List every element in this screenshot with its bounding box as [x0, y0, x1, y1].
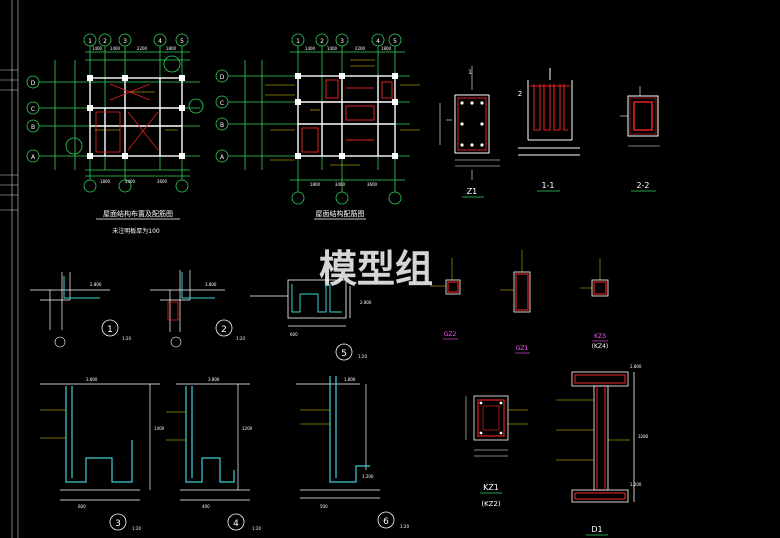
dimension-text: 1200: [242, 426, 253, 431]
column-gz2-detail: GZ2: [430, 258, 461, 340]
scale-label: 1:20: [358, 354, 367, 359]
section-1-1: 2 1-1: [518, 68, 580, 192]
section-detail-5: 5 1:20 2.800 600: [250, 279, 372, 361]
elevation-label: 1.200: [362, 474, 374, 479]
dimension-text: 1400: [154, 426, 165, 431]
dimension-text: 600: [78, 504, 86, 509]
axis-label: A: [220, 154, 225, 161]
dimension-text: 1800: [100, 179, 111, 184]
detail-title-z1: Z1: [467, 187, 478, 196]
detail-title-kz3: KZ3: [594, 333, 606, 340]
axis-label: 5: [180, 38, 184, 45]
axis-label: C: [31, 106, 35, 113]
scale-label: 1:20: [252, 526, 261, 531]
scale-label: 1:20: [122, 336, 131, 341]
dimension-text: 1800: [310, 182, 321, 187]
section-number: 2: [221, 325, 227, 335]
axis-label: 2: [103, 38, 107, 45]
elevation-label: 1.200: [630, 482, 642, 487]
axis-label: A: [31, 154, 36, 161]
plan-title: 屋面结构配筋图: [316, 209, 365, 218]
section-detail-3: 3 1:20 3.800 1400 600: [40, 377, 165, 531]
axis-label: 1: [296, 38, 300, 45]
dimension-text: 600: [290, 332, 298, 337]
detail-title-1-1: 1-1: [541, 181, 554, 190]
dimension-text: 2200: [355, 46, 366, 51]
section-detail-2: 2 1:20 3.800: [150, 270, 245, 348]
scale-label: 1:20: [132, 526, 141, 531]
scale-label: 1:20: [400, 524, 409, 529]
axis-label: 3: [340, 38, 344, 45]
axis-label: D: [220, 74, 225, 81]
dimension-text: 400: [202, 504, 210, 509]
section-cut-label: 1: [468, 69, 472, 76]
axis-label: 1: [88, 38, 92, 45]
dimension-text: 500: [320, 504, 328, 509]
title-block-strip: [0, 0, 19, 538]
plan-title: 屋面结构布置及配筋图: [103, 209, 173, 218]
detail-title-gz1: GZ1: [516, 345, 529, 352]
section-detail-1: 1 1:20 2.800: [30, 272, 131, 348]
section-number: 3: [115, 519, 121, 529]
detail-title-kz2: (KZ2): [481, 500, 501, 508]
elevation-label: 2.800: [360, 300, 372, 305]
section-2-2: 2-2: [620, 86, 660, 192]
axis-label: 4: [376, 38, 380, 45]
axis-label: B: [220, 122, 224, 129]
detail-title-gz2: GZ2: [444, 331, 457, 338]
elevation-label: 3.800: [86, 377, 98, 382]
axis-label: 2: [320, 38, 324, 45]
detail-title-kz1: KZ1: [483, 483, 499, 492]
roof-reinforcement-plan: 1 2 3 4 5 D C B A 1400 1400 2200 1800 18…: [215, 33, 420, 220]
section-number: 5: [341, 349, 347, 359]
detail-title-kz4: (KZ4): [592, 343, 609, 350]
dimension-text: 1400: [327, 46, 338, 51]
section-detail-4: 4 1:20 3.800 1200 400: [166, 377, 261, 531]
column-kz1-detail: KZ1 (KZ2): [465, 395, 528, 508]
section-number: 6: [383, 517, 389, 527]
section-number: 4: [233, 519, 239, 529]
axis-label: C: [220, 100, 224, 107]
axis-label: 4: [158, 38, 162, 45]
scale-label: 1:20: [236, 336, 245, 341]
dimension-text: 3280: [638, 434, 649, 439]
watermark: 模型组: [319, 247, 433, 291]
elevation-label: 2.800: [630, 364, 642, 369]
detail-title-d1: D1: [591, 525, 602, 534]
axis-label: 3: [123, 38, 127, 45]
axis-label: D: [31, 80, 36, 87]
dimension-text: 3600: [367, 182, 378, 187]
axis-label: B: [31, 124, 35, 131]
section-cut-label: 2: [518, 90, 522, 98]
dimension-text: 1800: [381, 46, 392, 51]
detail-title-2-2: 2-2: [636, 181, 649, 190]
dimension-text: 1400: [92, 46, 103, 51]
dimension-text: 1800: [166, 46, 177, 51]
section-number: 1: [107, 325, 113, 335]
dimension-text: 1400: [110, 46, 121, 51]
section-detail-6: 6 1:20 1.800 1.200 500: [296, 376, 409, 529]
elevation-label: 3.800: [208, 377, 220, 382]
column-kz3-detail: KZ3 (KZ4): [580, 258, 609, 350]
column-gz1-detail: GZ1: [500, 250, 531, 354]
dimension-text: 2200: [137, 46, 148, 51]
column-z1-detail: 1 Z1: [439, 66, 500, 198]
dimension-text: 1400: [305, 46, 316, 51]
dimension-text: 3600: [157, 179, 168, 184]
elevation-label: 1.800: [344, 377, 356, 382]
dimension-text: 3400: [335, 182, 346, 187]
axis-label: 5: [393, 38, 397, 45]
elevation-label: 2.800: [90, 282, 102, 287]
beam-d1-detail: 2.800 1.200 3280 D1: [556, 364, 649, 536]
plan-subtitle: 未注明板厚为100: [112, 227, 160, 235]
elevation-label: 3.800: [205, 282, 217, 287]
dimension-text: 3400: [125, 179, 136, 184]
roof-structure-plan: 1 2 3 4 5 D C B A 1400 1400 2200 1800 18…: [26, 33, 204, 235]
